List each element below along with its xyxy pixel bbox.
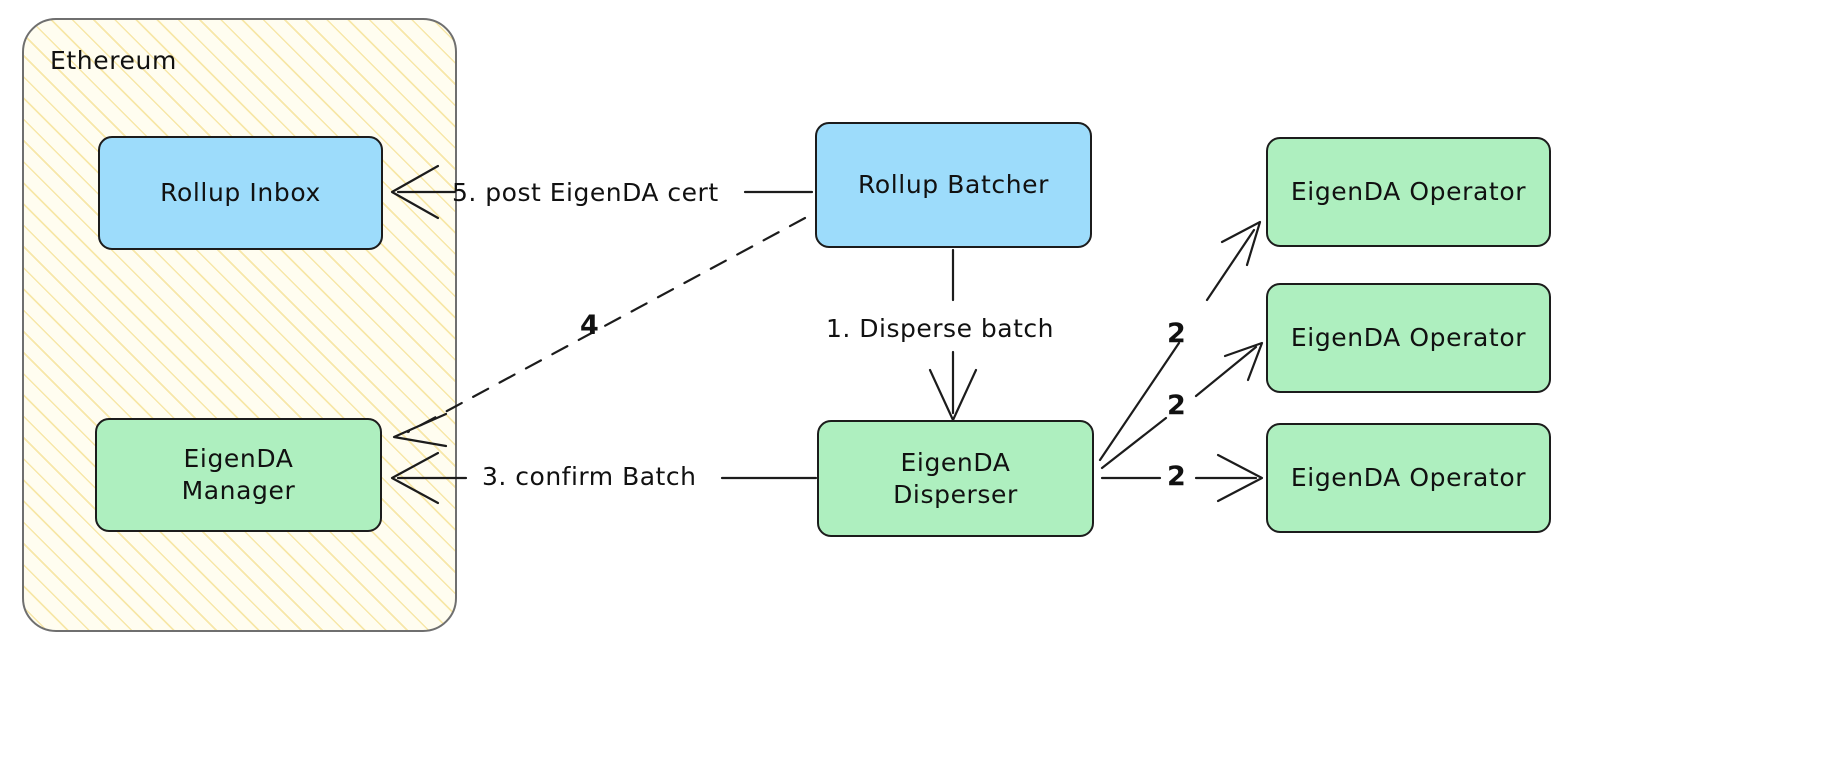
edge-label-store-2-c: 2 (1167, 461, 1186, 492)
node-eigenda-disperser[interactable]: EigenDA Disperser (817, 420, 1094, 537)
edge-store-2-line-b (1196, 347, 1256, 396)
node-rollup-inbox-label: Rollup Inbox (160, 177, 321, 209)
node-eigenda-operator-2[interactable]: EigenDA Operator (1266, 283, 1551, 393)
cluster-ethereum-label: Ethereum (50, 46, 177, 75)
edge-label-post-cert: 5. post EigenDA cert (452, 178, 719, 207)
node-eigenda-disperser-label-line2: Disperser (893, 479, 1018, 511)
node-eigenda-manager-label-line1: EigenDA (184, 443, 294, 475)
edge-four-line (408, 218, 805, 432)
edge-label-store-2-b: 2 (1167, 390, 1186, 421)
node-rollup-batcher-label: Rollup Batcher (858, 169, 1049, 201)
edge-store-2-arrowhead (1225, 343, 1262, 380)
edge-label-confirm-batch: 3. confirm Batch (482, 462, 696, 491)
edge-store-1-arrowhead (1222, 222, 1260, 265)
node-eigenda-operator-1-label: EigenDA Operator (1291, 176, 1526, 208)
node-rollup-inbox[interactable]: Rollup Inbox (98, 136, 383, 250)
node-eigenda-operator-1[interactable]: EigenDA Operator (1266, 137, 1551, 247)
node-eigenda-operator-3-label: EigenDA Operator (1291, 462, 1526, 494)
node-eigenda-disperser-label-line1: EigenDA (901, 447, 1011, 479)
edge-four-arrowhead (394, 414, 446, 446)
node-rollup-batcher[interactable]: Rollup Batcher (815, 122, 1092, 248)
node-eigenda-operator-2-label: EigenDA Operator (1291, 322, 1526, 354)
edge-label-store-2-a: 2 (1167, 318, 1186, 349)
edge-label-step-four: 4 (580, 310, 599, 341)
edge-label-disperse-batch: 1. Disperse batch (826, 314, 1054, 343)
node-eigenda-manager[interactable]: EigenDA Manager (95, 418, 382, 532)
node-eigenda-manager-label-line2: Manager (182, 475, 296, 507)
node-eigenda-operator-3[interactable]: EigenDA Operator (1266, 423, 1551, 533)
